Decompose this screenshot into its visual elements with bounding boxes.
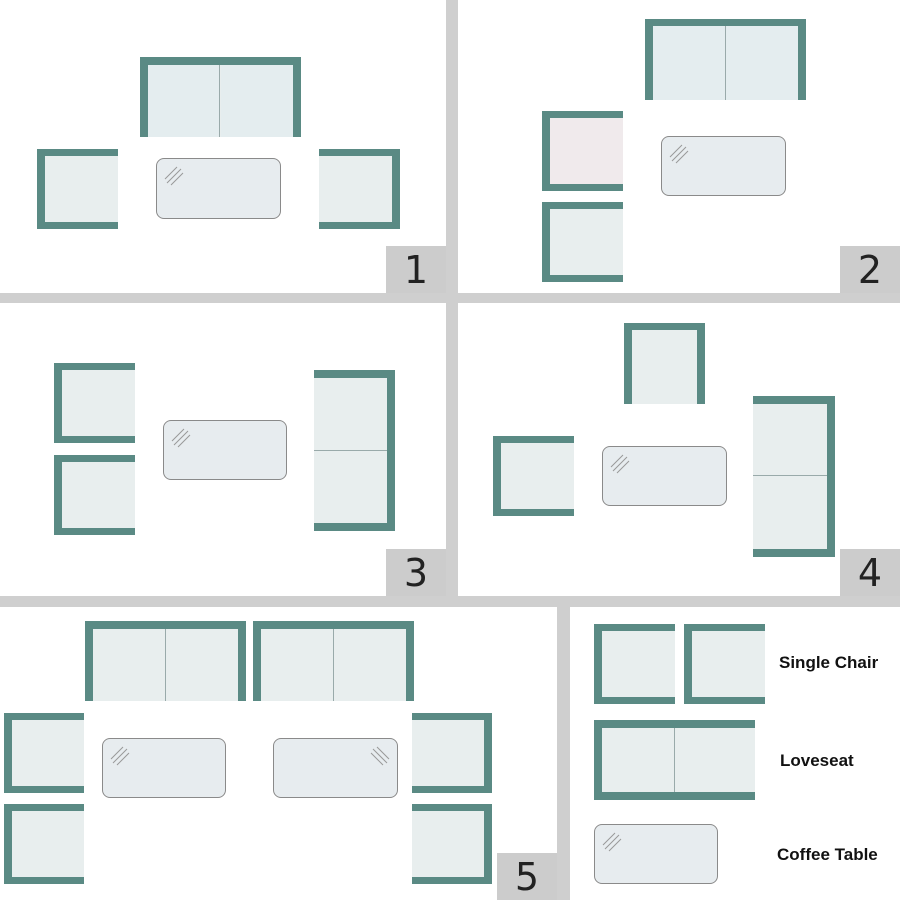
layout-number-badge: 4 xyxy=(840,549,900,596)
layout-panel-2: 2 xyxy=(458,0,900,293)
layout-number-badge: 2 xyxy=(840,246,900,293)
glass-glare-icon xyxy=(370,746,390,766)
legend-single-chair-icon xyxy=(594,624,675,704)
single-chair-left xyxy=(493,436,574,516)
single-chair-right xyxy=(319,149,400,229)
layout-number-badge: 3 xyxy=(386,549,446,596)
single-chair-right-lower xyxy=(412,804,492,884)
glass-glare-icon xyxy=(602,832,622,852)
coffee-table xyxy=(163,420,287,480)
loveseat-seam xyxy=(333,629,334,701)
glass-glare-icon xyxy=(110,746,130,766)
glass-glare-icon xyxy=(610,454,630,474)
coffee-table-left xyxy=(102,738,226,798)
single-chair-lower xyxy=(542,202,623,282)
coffee-table xyxy=(602,446,727,506)
layout-panel-5: 5 xyxy=(0,607,557,900)
loveseat-seat-right xyxy=(726,26,798,100)
loveseat-seat-left xyxy=(653,26,726,100)
layout-number-badge: 1 xyxy=(386,246,446,293)
single-chair-left-upper xyxy=(4,713,84,793)
legend-coffee-table-label: Coffee Table xyxy=(777,845,878,864)
single-chair-right-upper xyxy=(412,713,492,793)
legend-single-chair-label: Single Chair xyxy=(779,653,879,672)
coffee-table-right xyxy=(273,738,398,798)
single-chair-left-lower xyxy=(4,804,84,884)
layout-panel-1: 1 xyxy=(0,0,446,293)
loveseat-seam xyxy=(314,450,387,451)
single-chair-left xyxy=(37,149,118,229)
legend-loveseat-label: Loveseat xyxy=(780,751,854,770)
loveseat-seam xyxy=(165,629,166,701)
glass-glare-icon xyxy=(164,166,184,186)
legend-single-chair-icon xyxy=(684,624,765,704)
coffee-table xyxy=(156,158,281,219)
loveseat-seat-right xyxy=(221,65,293,137)
layout-panel-4: 4 xyxy=(458,303,900,596)
layout-panel-3: 3 xyxy=(0,303,446,596)
single-chair-lower xyxy=(54,455,135,535)
single-chair-upper xyxy=(542,111,623,191)
glass-glare-icon xyxy=(171,428,191,448)
loveseat-seam xyxy=(674,728,675,792)
glass-glare-icon xyxy=(669,144,689,164)
loveseat-seat-left xyxy=(148,65,220,137)
layout-number-badge: 5 xyxy=(497,853,557,900)
coffee-table xyxy=(661,136,786,196)
single-chair-upper xyxy=(54,363,135,443)
legend-panel: Single Chair Loveseat Coffee Table xyxy=(570,607,900,900)
legend-coffee-table-icon xyxy=(594,824,718,884)
single-chair-top xyxy=(624,323,705,404)
loveseat-seam xyxy=(753,475,827,476)
loveseat xyxy=(753,396,835,557)
